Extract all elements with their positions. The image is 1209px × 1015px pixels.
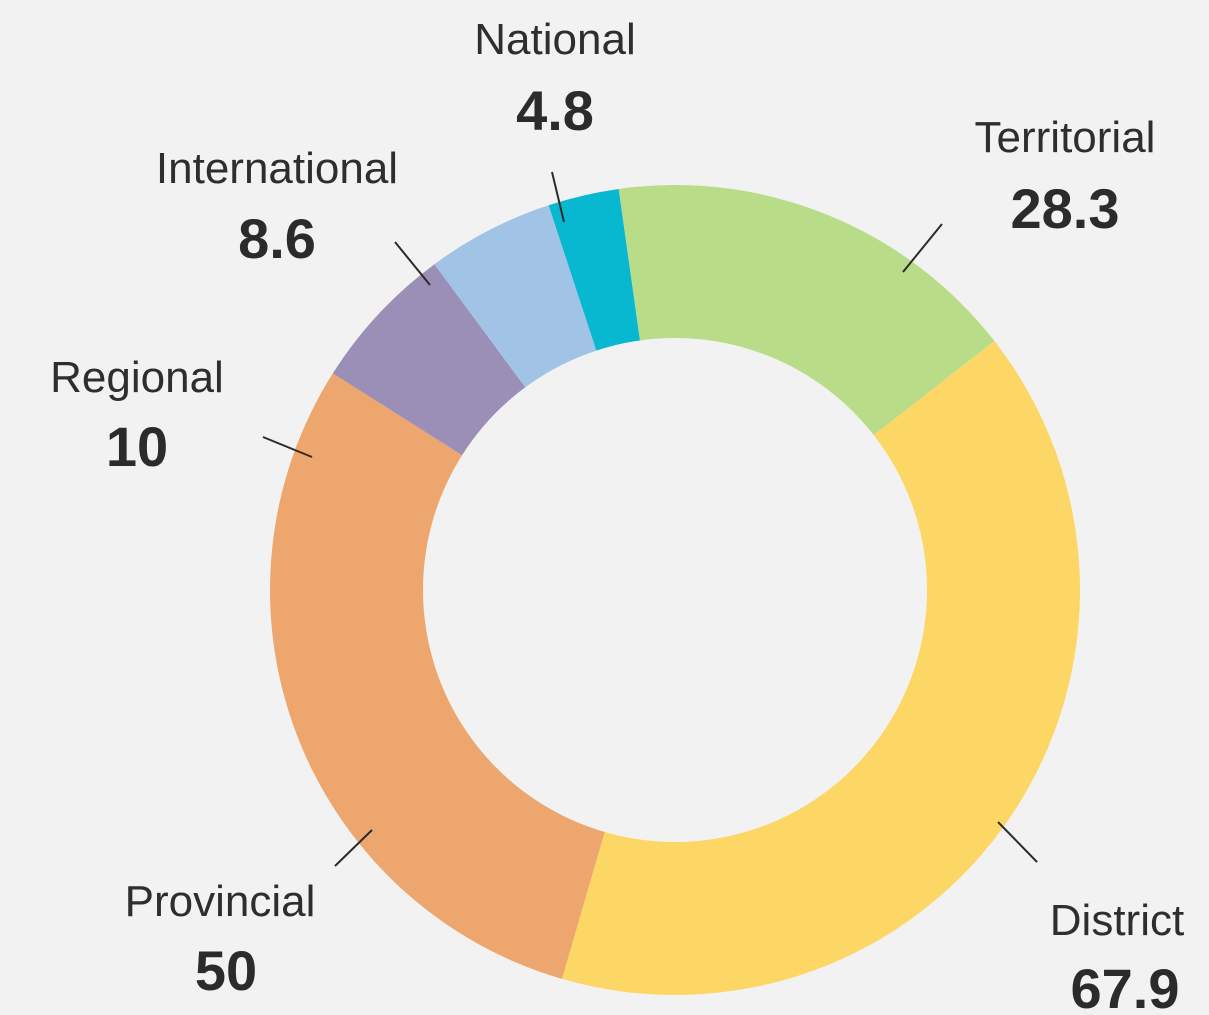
value-label-district: 67.9 — [1071, 957, 1180, 1015]
value-label-international: 8.6 — [238, 207, 316, 270]
value-label-provincial: 50 — [195, 939, 257, 1002]
slice-international — [434, 205, 597, 388]
leader-line-territorial — [902, 223, 943, 273]
category-label-national: National — [474, 15, 635, 64]
category-label-international: International — [156, 144, 398, 193]
slice-territorial — [618, 185, 995, 436]
leader-line-district — [997, 821, 1038, 863]
slice-district — [562, 341, 1080, 995]
category-label-regional: Regional — [50, 353, 224, 402]
value-label-regional: 10 — [106, 415, 168, 478]
leader-line-national — [551, 171, 565, 223]
leader-line-regional — [262, 436, 313, 458]
value-label-territorial: 28.3 — [1011, 177, 1120, 240]
leader-line-international — [394, 241, 431, 286]
category-label-territorial: Territorial — [975, 113, 1156, 162]
slice-national — [548, 188, 640, 351]
slice-regional — [332, 264, 526, 456]
category-label-district: District — [1050, 896, 1184, 945]
value-label-national: 4.8 — [516, 79, 594, 142]
leader-line-provincial — [334, 829, 373, 867]
category-label-provincial: Provincial — [125, 877, 316, 926]
slice-provincial — [269, 373, 605, 979]
